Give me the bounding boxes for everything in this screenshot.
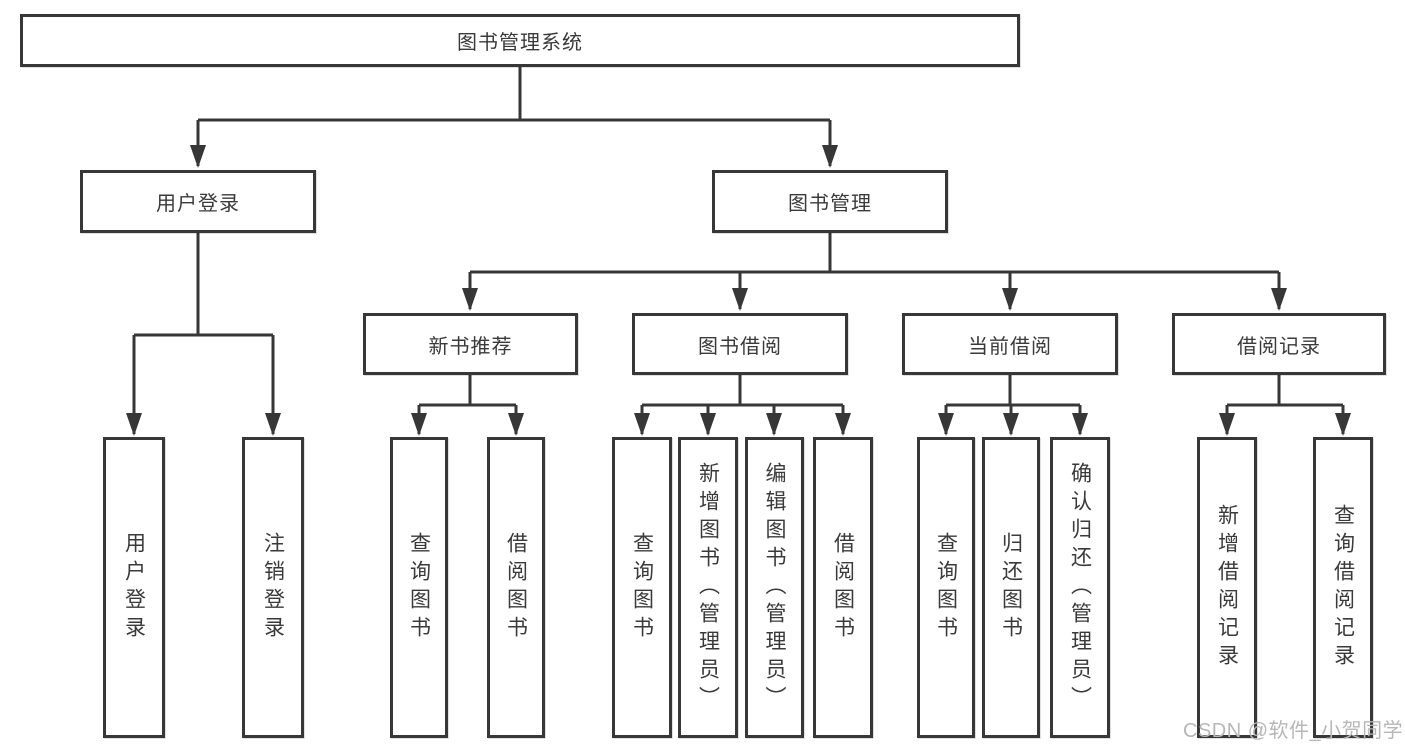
arrowhead-icon — [835, 413, 851, 436]
node-label: 借阅图书 — [831, 531, 855, 644]
node-user-login: 用户登录 — [80, 170, 316, 233]
arrowhead-icon — [1271, 288, 1287, 311]
node-leaf-cb-confirm-return-admin: 确认归还（管理员） — [1050, 437, 1110, 738]
node-root: 图书管理系统 — [20, 14, 1020, 67]
node-label: 新增图书（管理员） — [696, 461, 720, 714]
node-label: 新增借阅记录 — [1215, 503, 1239, 672]
node-leaf-cb-query-books: 查询图书 — [917, 437, 975, 738]
node-book-borrowing: 图书借阅 — [632, 313, 848, 375]
arrowhead-icon — [265, 413, 281, 436]
node-label: 编辑图书（管理员） — [763, 461, 786, 714]
node-leaf-nbr-query-books: 查询图书 — [390, 437, 448, 738]
node-new-book-recommend: 新书推荐 — [363, 313, 578, 375]
node-leaf-bb-add-books-admin: 新增图书（管理员） — [678, 437, 738, 738]
node-label: 确认归还（管理员） — [1068, 461, 1092, 714]
node-leaf-cb-return-books: 归还图书 — [982, 437, 1040, 738]
arrowhead-icon — [822, 145, 838, 168]
node-label: 用户登录 — [122, 531, 146, 644]
arrowhead-icon — [1219, 413, 1235, 436]
node-leaf-nbr-borrow-books: 借阅图书 — [487, 437, 545, 738]
arrowhead-icon — [1003, 413, 1019, 436]
arrowhead-icon — [732, 288, 748, 311]
arrowhead-icon — [411, 413, 427, 436]
node-label: 归还图书 — [999, 531, 1023, 644]
arrowhead-icon — [508, 413, 524, 436]
node-leaf-br-query-record: 查询借阅记录 — [1313, 437, 1373, 738]
csdn-watermark: CSDN @软件_小贺同学 — [1183, 720, 1404, 742]
arrowhead-icon — [190, 145, 206, 168]
arrowhead-icon — [634, 413, 650, 436]
node-leaf-logout: 注销登录 — [242, 437, 304, 738]
node-leaf-bb-borrow-books: 借阅图书 — [813, 437, 873, 738]
arrowhead-icon — [766, 413, 782, 436]
node-leaf-bb-query-books: 查询图书 — [612, 437, 672, 738]
arrowhead-icon — [1335, 413, 1351, 436]
arrowhead-icon — [126, 413, 142, 436]
node-label: 注销登录 — [261, 531, 285, 644]
node-leaf-br-add-record: 新增借阅记录 — [1197, 437, 1257, 738]
node-leaf-bb-edit-books-admin: 编辑图书（管理员） — [745, 437, 804, 738]
arrowhead-icon — [1072, 413, 1088, 436]
connector-arrowheads — [126, 145, 1351, 436]
node-leaf-user-login: 用户登录 — [103, 437, 165, 738]
connector-lines — [132, 67, 1345, 434]
node-label: 查询图书 — [407, 531, 431, 644]
node-label: 查询图书 — [630, 531, 654, 644]
node-current-borrowing: 当前借阅 — [902, 313, 1118, 375]
arrowhead-icon — [462, 288, 478, 311]
node-label: 借阅图书 — [504, 531, 528, 644]
arrowhead-icon — [700, 413, 716, 436]
arrowhead-icon — [938, 413, 954, 436]
arrowhead-icon — [1002, 288, 1018, 311]
node-label: 查询图书 — [934, 531, 958, 644]
node-book-management: 图书管理 — [712, 170, 948, 233]
node-borrowing-records: 借阅记录 — [1172, 313, 1386, 375]
node-label: 查询借阅记录 — [1331, 503, 1355, 672]
